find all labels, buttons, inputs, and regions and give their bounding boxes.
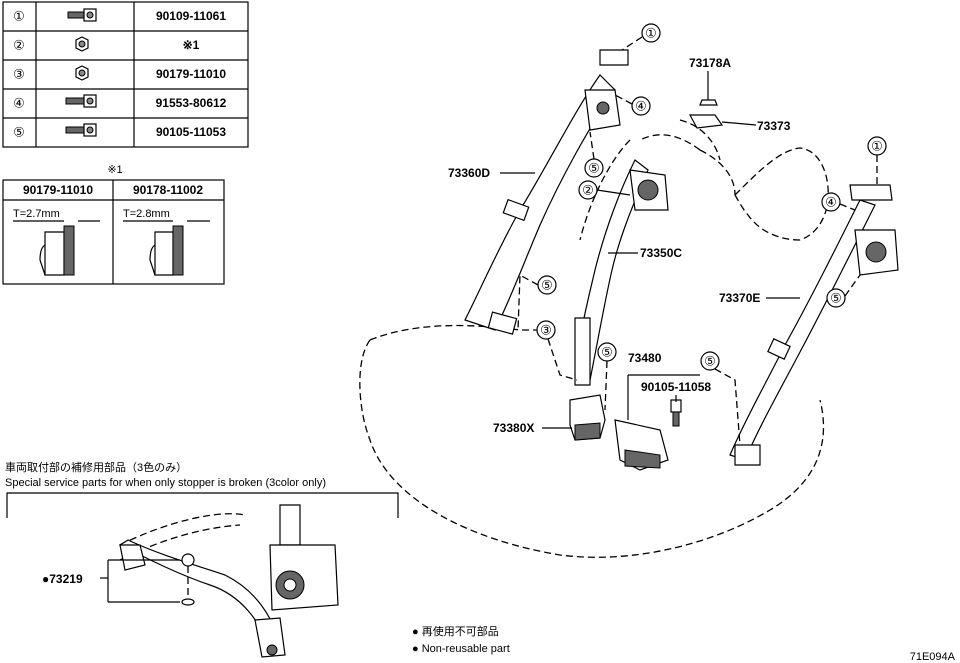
label-73360d: 73360D bbox=[448, 166, 490, 180]
fastener-table: ① ② ③ ④ ⑤ 90109-11061 ※ bbox=[2, 1, 249, 148]
label-73380x: 73380X bbox=[493, 421, 534, 435]
buckle-73380x bbox=[569, 394, 606, 441]
label-73178a: 73178A bbox=[689, 56, 731, 70]
callout-5: ⑤ bbox=[601, 345, 613, 360]
bolt-icon bbox=[67, 8, 97, 22]
callout-3: ③ bbox=[540, 323, 552, 338]
legend-jp: ● 再使用不可部品 bbox=[412, 624, 499, 638]
table-row-num: ④ bbox=[13, 96, 25, 111]
label-73219: ●73219 bbox=[42, 572, 83, 586]
nut-table-title: ※1 bbox=[107, 164, 122, 176]
callout-4: ④ bbox=[825, 195, 837, 210]
table-part-number: 91553-80612 bbox=[156, 96, 227, 110]
special-title-en: Special service parts for when only stop… bbox=[5, 477, 326, 489]
label-73370e: 73370E bbox=[719, 291, 760, 305]
callout-2: ② bbox=[582, 183, 594, 198]
table-row-num: ① bbox=[13, 9, 25, 24]
legend: ● 再使用不可部品 ● Non-reusable part bbox=[412, 624, 510, 655]
table-row-num: ⑤ bbox=[13, 125, 25, 140]
belt-73350c bbox=[574, 159, 669, 386]
nut-icon bbox=[75, 65, 89, 81]
table-part-number: ※1 bbox=[183, 38, 200, 52]
buckle-73480 bbox=[614, 399, 682, 471]
callout-5: ⑤ bbox=[830, 291, 842, 306]
stopper-73219 bbox=[181, 553, 195, 606]
callout-4: ④ bbox=[635, 99, 647, 114]
nut-table-header: 90179-11010 bbox=[23, 183, 93, 197]
callouts: ① ④ ⑤ ② ⑤ ③ ⑤ ⑤ ① ④ bbox=[517, 23, 887, 446]
part-73373 bbox=[688, 114, 757, 129]
nut-table-header: 90178-11002 bbox=[133, 183, 203, 197]
special-service-section: 車両取付部の補修用部品（3色のみ） Special service parts … bbox=[5, 460, 399, 658]
bolt-icon bbox=[65, 123, 97, 137]
nut-thickness-table: ※1 90179-11010 90178-11002 T=2.7mm T=2.8… bbox=[2, 164, 225, 285]
part-73178a bbox=[699, 99, 718, 106]
callout-5: ⑤ bbox=[704, 354, 716, 369]
label-73373: 73373 bbox=[757, 119, 791, 133]
thickness-label: T=2.7mm bbox=[13, 208, 60, 220]
belt-73370e bbox=[729, 184, 899, 466]
label-90105-11058: 90105-11058 bbox=[641, 380, 711, 394]
table-row-num: ③ bbox=[13, 67, 25, 82]
label-73350c: 73350C bbox=[640, 246, 682, 260]
callout-5: ⑤ bbox=[541, 278, 553, 293]
special-title-jp: 車両取付部の補修用部品（3色のみ） bbox=[5, 460, 187, 474]
thickness-label: T=2.8mm bbox=[123, 208, 170, 220]
label-73480: 73480 bbox=[628, 351, 662, 365]
callout-5: ⑤ bbox=[588, 161, 600, 176]
table-part-number: 90109-11061 bbox=[156, 9, 226, 23]
callout-1: ① bbox=[645, 26, 657, 41]
part-labels: 73178A 73373 73360D 73350C 73370E 73480 … bbox=[448, 56, 800, 435]
belt-73360d bbox=[464, 49, 629, 335]
nut-icon bbox=[75, 36, 89, 52]
table-part-number: 90105-11053 bbox=[156, 125, 226, 139]
table-part-number: 90179-11010 bbox=[156, 67, 226, 81]
bolt-icon bbox=[65, 94, 97, 108]
callout-1: ① bbox=[871, 139, 883, 154]
legend-en: ● Non-reusable part bbox=[412, 643, 510, 655]
table-row-num: ② bbox=[13, 38, 25, 53]
figure-code: 71E094A bbox=[910, 651, 956, 663]
